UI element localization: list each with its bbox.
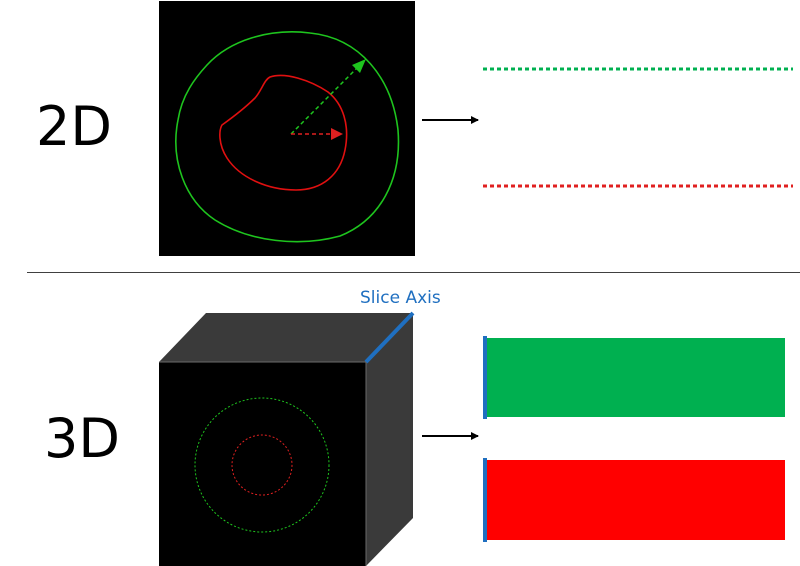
cube-right-face	[366, 313, 413, 566]
section-divider	[27, 272, 800, 273]
outer-radius-arrow	[290, 63, 362, 135]
outer-radius-arrowhead	[352, 59, 366, 73]
inner-contour-2d	[219, 74, 348, 191]
cube-top-face	[159, 313, 413, 362]
slice-axis-line	[364, 311, 415, 364]
label-2d: 2D	[36, 95, 112, 158]
image-2d-panel	[159, 1, 415, 256]
outer-contour-2d	[175, 31, 400, 243]
green-band	[485, 338, 785, 417]
slice-axis-label: Slice Axis	[360, 288, 441, 308]
inner-radius-arrowhead	[331, 128, 343, 140]
label-3d: 3D	[44, 407, 120, 470]
outer-circle-3d	[194, 397, 330, 533]
inner-circle-3d	[231, 434, 293, 496]
red-band	[485, 460, 785, 540]
cube-front-face	[159, 362, 366, 566]
